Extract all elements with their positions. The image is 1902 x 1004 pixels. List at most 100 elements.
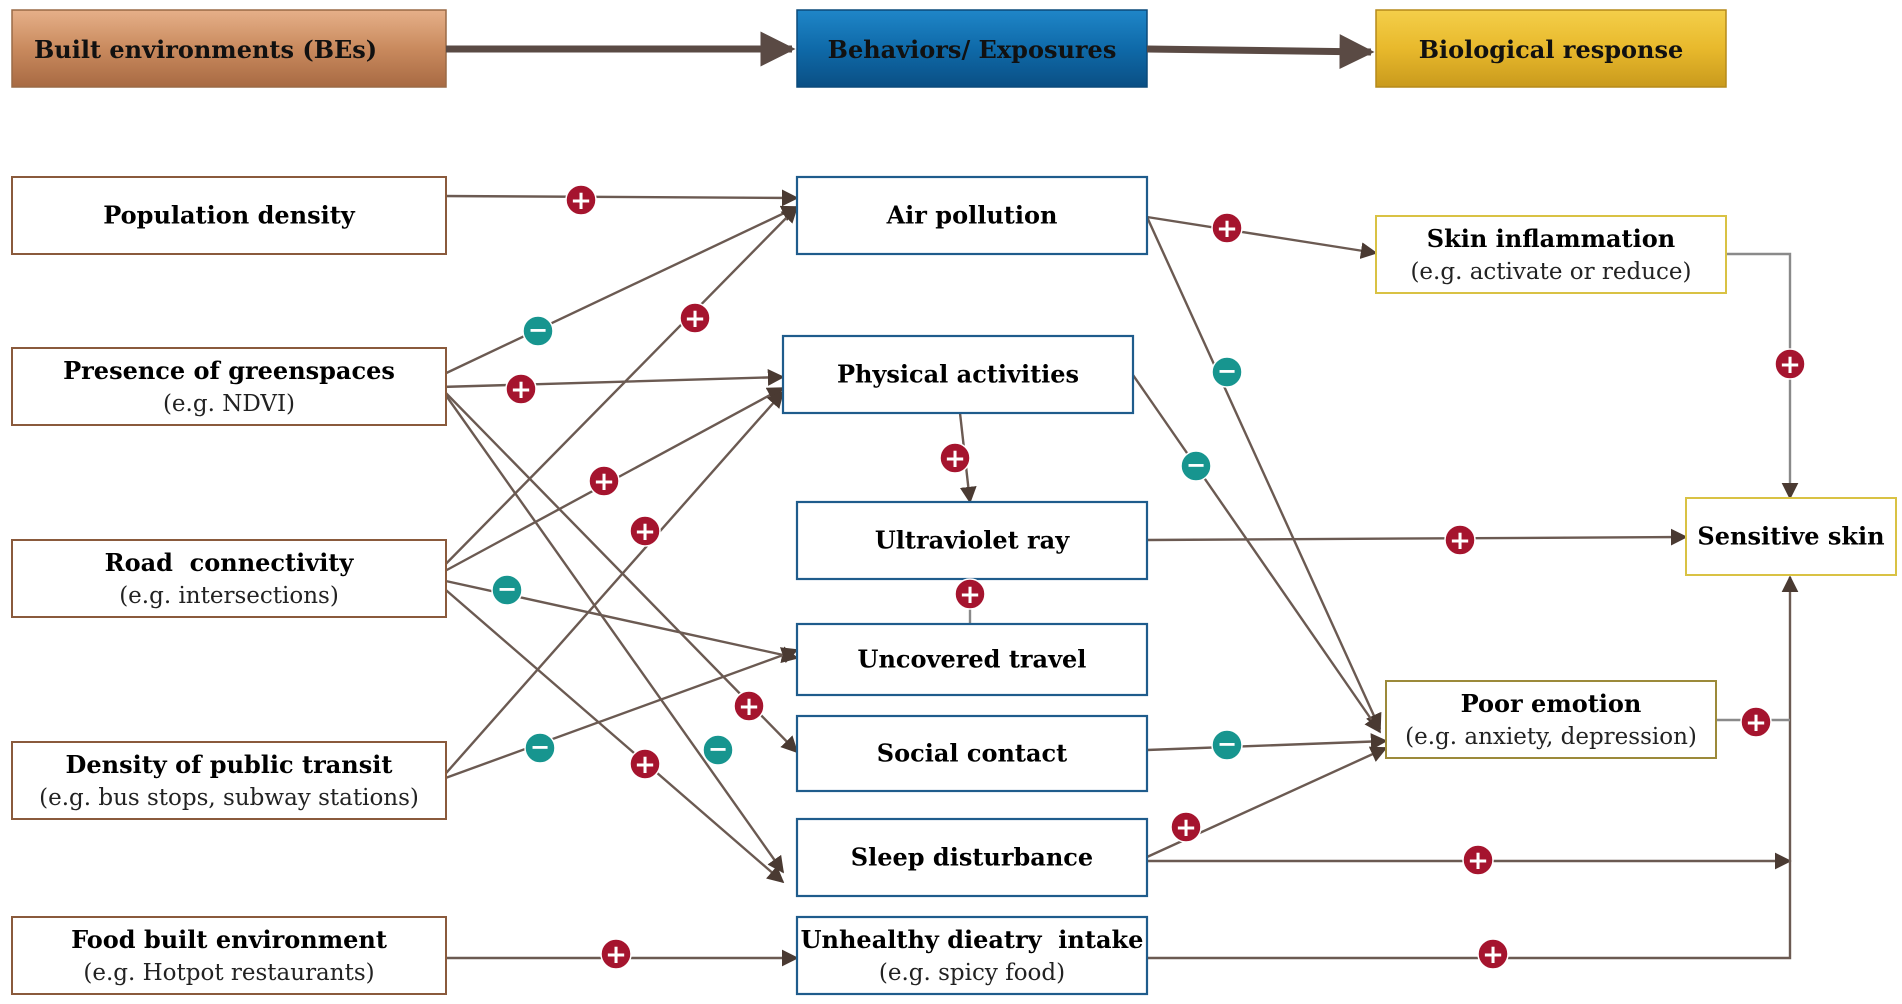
svg-text:+: + — [738, 692, 760, 722]
node-greenspaces: Presence of greenspaces(e.g. NDVI) — [11, 347, 447, 426]
svg-text:+: + — [684, 304, 706, 334]
node-diet-title: Unhealthy dieatry intake — [801, 925, 1144, 954]
node-road-subtitle: (e.g. intersections) — [119, 583, 339, 609]
positive-sign-sleep-to-emotion: + — [1170, 811, 1202, 843]
edge-diet-to-sensitive — [1147, 575, 1799, 960]
positive-sign-diet-to-sensitive: + — [1477, 938, 1509, 970]
header-biological-response: Biological response — [1375, 9, 1727, 88]
header-built-environments: Built environments (BEs) — [11, 9, 447, 88]
svg-text:+: + — [1216, 214, 1238, 244]
positive-sign-inflammation-to-sensitive: + — [1774, 348, 1806, 380]
node-transit-title: Density of public transit — [66, 750, 393, 779]
edge-uv-to-sensitive — [1146, 528, 1688, 546]
edge-transit-to-physical — [439, 390, 785, 781]
node-physical-title: Physical activities — [837, 360, 1079, 389]
node-population-title: Population density — [103, 201, 356, 230]
edge-road-to-air — [431, 205, 799, 579]
node-inflammation-box — [1375, 215, 1727, 294]
node-uncovered-title: Uncovered travel — [858, 645, 1087, 674]
positive-sign-road-to-air: + — [679, 302, 711, 334]
edge-population-to-air — [439, 189, 799, 207]
svg-text:+: + — [605, 940, 627, 970]
header-biological-label: Biological response — [1419, 35, 1684, 64]
node-sensitive-title: Sensitive skin — [1697, 522, 1884, 551]
node-uncovered: Uncovered travel — [795, 622, 1149, 697]
svg-text:−: − — [530, 733, 550, 761]
svg-text:+: + — [1467, 846, 1489, 876]
signs-layer: +−++−++−++−++++−−+−+++++ — [491, 184, 1806, 970]
edge-social-to-emotion — [1146, 733, 1388, 752]
node-transit-subtitle: (e.g. bus stops, subway stations) — [39, 785, 419, 811]
header-built-label: Built environments (BEs) — [34, 35, 377, 64]
node-social-title: Social contact — [877, 739, 1068, 768]
node-food-subtitle: (e.g. Hotpot restaurants) — [83, 960, 374, 986]
positive-sign-population-to-air: + — [565, 184, 597, 216]
svg-text:+: + — [593, 467, 615, 497]
header-behaviors-exposures: Behaviors/ Exposures — [796, 9, 1148, 88]
node-food: Food built environment (e.g. Hotpot resta… — [11, 916, 447, 995]
node-transit: Density of public transit (e.g. bus stops… — [11, 741, 447, 820]
svg-text:+: + — [1745, 708, 1767, 738]
node-emotion: Poor emotion(e.g. anxiety, depression) — [1385, 680, 1717, 759]
node-greenspaces-subtitle: (e.g. NDVI) — [163, 391, 295, 417]
svg-text:+: + — [510, 375, 532, 405]
positive-sign-transit-to-physical: + — [629, 515, 661, 547]
svg-text:−: − — [497, 575, 517, 603]
node-inflammation-title: Skin inflammation — [1427, 224, 1675, 253]
svg-text:+: + — [634, 750, 656, 780]
svg-text:−: − — [708, 735, 728, 763]
node-diet-subtitle: (e.g. spicy food) — [879, 960, 1065, 986]
svg-text:−: − — [1217, 730, 1237, 758]
svg-text:+: + — [1449, 526, 1471, 556]
node-road-title: Road connectivity — [105, 548, 355, 577]
node-sleep-title: Sleep disturbance — [851, 843, 1093, 872]
positive-sign-emotion-to-sensitive: + — [1740, 706, 1772, 738]
node-sleep: Sleep disturbance — [795, 817, 1149, 898]
positive-sign-uncovered-to-uv: + — [954, 578, 986, 610]
svg-text:+: + — [944, 444, 966, 474]
edge-road-to-sleep — [431, 577, 785, 884]
node-uv: Ultraviolet ray — [795, 500, 1149, 581]
svg-text:+: + — [634, 517, 656, 547]
node-inflammation: Skin inflammation(e.g. activate or reduc… — [1375, 215, 1727, 294]
node-food-title: Food built environment — [71, 925, 387, 954]
svg-text:+: + — [959, 580, 981, 610]
negative-sign-physical-to-emotion: − — [1180, 450, 1212, 482]
svg-text:−: − — [528, 316, 548, 344]
node-diet: Unhealthy dieatry intake (e.g. spicy food… — [795, 915, 1149, 996]
node-greenspaces-box — [11, 347, 447, 426]
node-population: Population density — [11, 176, 447, 255]
node-physical: Physical activities — [781, 334, 1135, 415]
svg-text:+: + — [1175, 813, 1197, 843]
positive-sign-greenspaces-to-physical: + — [505, 373, 537, 405]
node-road-box — [11, 539, 447, 618]
svg-text:−: − — [1217, 357, 1237, 385]
negative-sign-social-to-emotion: − — [1211, 729, 1243, 761]
node-air-title: Air pollution — [886, 201, 1058, 230]
node-social: Social contact — [795, 714, 1149, 793]
header-behaviors-label: Behaviors/ Exposures — [828, 35, 1117, 64]
edge-greenspaces-to-air — [439, 205, 799, 378]
positive-sign-greenspaces-to-social: + — [733, 690, 765, 722]
node-food-box — [11, 916, 447, 995]
node-uv-title: Ultraviolet ray — [875, 526, 1070, 555]
node-road: Road connectivity (e.g. intersections) — [11, 539, 447, 618]
svg-text:+: + — [1482, 940, 1504, 970]
edge-air-to-inflammation — [1146, 215, 1378, 259]
node-emotion-title: Poor emotion — [1461, 689, 1642, 718]
node-sensitive-box — [1685, 497, 1897, 576]
positive-sign-uv-to-sensitive: + — [1444, 524, 1476, 556]
positive-sign-road-to-sleep: + — [629, 748, 661, 780]
edge-air-to-emotion — [1145, 216, 1382, 731]
svg-text:+: + — [570, 186, 592, 216]
negative-sign-road-to-uncovered: − — [491, 574, 523, 606]
edge-road-to-uncovered — [431, 576, 799, 663]
negative-sign-greenspaces-to-sleep: − — [702, 734, 734, 766]
edge-greenspaces-to-sleep — [439, 386, 784, 874]
node-population-box — [11, 176, 447, 255]
header-arrow-2 — [1146, 34, 1375, 70]
edge-physical-to-emotion — [1132, 374, 1381, 734]
node-air: Air pollution — [795, 175, 1149, 256]
